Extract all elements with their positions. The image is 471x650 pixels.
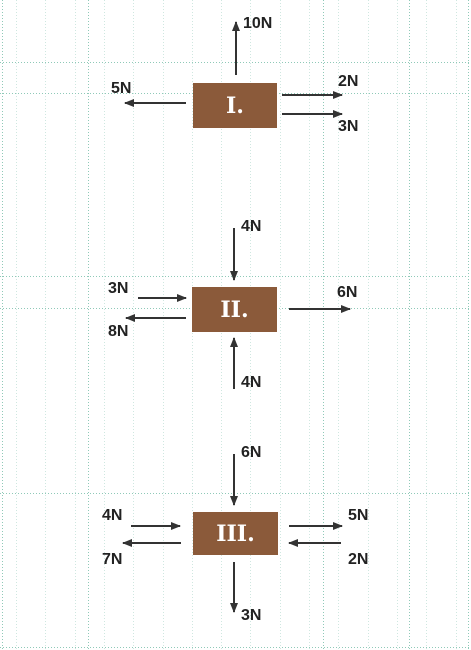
force-label-2-up: 4N [241, 374, 262, 391]
force-label-1-right-b: 3N [338, 118, 359, 135]
force-label-2-down: 4N [241, 218, 262, 235]
force-label-3-left-a: 7N [102, 551, 123, 568]
block-2: II. [192, 287, 277, 332]
force-label-1-left: 5N [111, 80, 132, 97]
force-label-3-right-a: 4N [102, 507, 123, 524]
force-label-3-down-a: 6N [241, 444, 262, 461]
force-label-2-right-a: 3N [108, 280, 129, 297]
force-label-3-down-b: 3N [241, 607, 262, 624]
force-label-3-left-b: 2N [348, 551, 369, 568]
block-3: III. [193, 512, 278, 555]
force-label-3-right-b: 5N [348, 507, 369, 524]
block-1: I. [193, 83, 277, 128]
force-label-2-left: 8N [108, 323, 129, 340]
force-label-1-right-a: 2N [338, 73, 359, 90]
force-label-1-up: 10N [243, 15, 273, 32]
force-label-2-right-b: 6N [337, 284, 358, 301]
